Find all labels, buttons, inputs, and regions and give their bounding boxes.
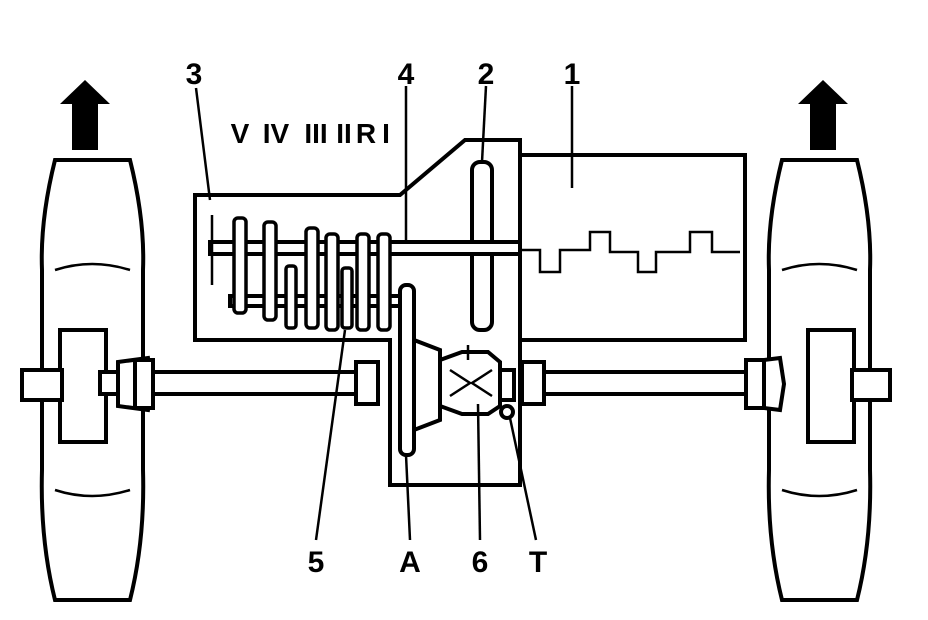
callout-3: 3 xyxy=(186,58,203,91)
callouts: 3 4 2 1 5 A 6 T xyxy=(186,58,581,579)
engine-crankshaft xyxy=(520,230,740,274)
leader-lines xyxy=(194,85,574,541)
left-axle-shaft xyxy=(98,355,380,413)
gear-label-3: III xyxy=(304,118,327,149)
right-wheel xyxy=(766,158,892,602)
speed-sensor xyxy=(499,404,515,420)
differential xyxy=(438,345,516,416)
gear-label-5: V xyxy=(231,118,250,149)
gear-label-4: IV xyxy=(263,118,290,149)
callout-t: T xyxy=(529,546,547,579)
gear-2 xyxy=(324,232,340,332)
callout-a: A xyxy=(399,546,421,579)
gear-5 xyxy=(232,216,248,315)
gear-label-r: R xyxy=(356,118,376,149)
gear-4 xyxy=(262,220,278,322)
gear-labels: V IV III II R I xyxy=(231,118,390,149)
gear-r xyxy=(355,232,371,332)
gear-set xyxy=(210,215,392,332)
gear-label-2: II xyxy=(336,118,352,149)
right-up-arrow-icon xyxy=(798,80,848,150)
gear-1 xyxy=(376,232,392,332)
callout-4: 4 xyxy=(398,58,415,91)
callout-2: 2 xyxy=(478,58,495,91)
callout-5: 5 xyxy=(308,546,325,579)
callout-1: 1 xyxy=(564,58,581,91)
gear-3 xyxy=(304,226,320,330)
final-drive-gear xyxy=(398,283,442,457)
callout-6: 6 xyxy=(472,546,489,579)
right-axle-shaft xyxy=(520,355,787,413)
gear-label-1: I xyxy=(382,118,390,149)
left-up-arrow-icon xyxy=(60,80,110,150)
